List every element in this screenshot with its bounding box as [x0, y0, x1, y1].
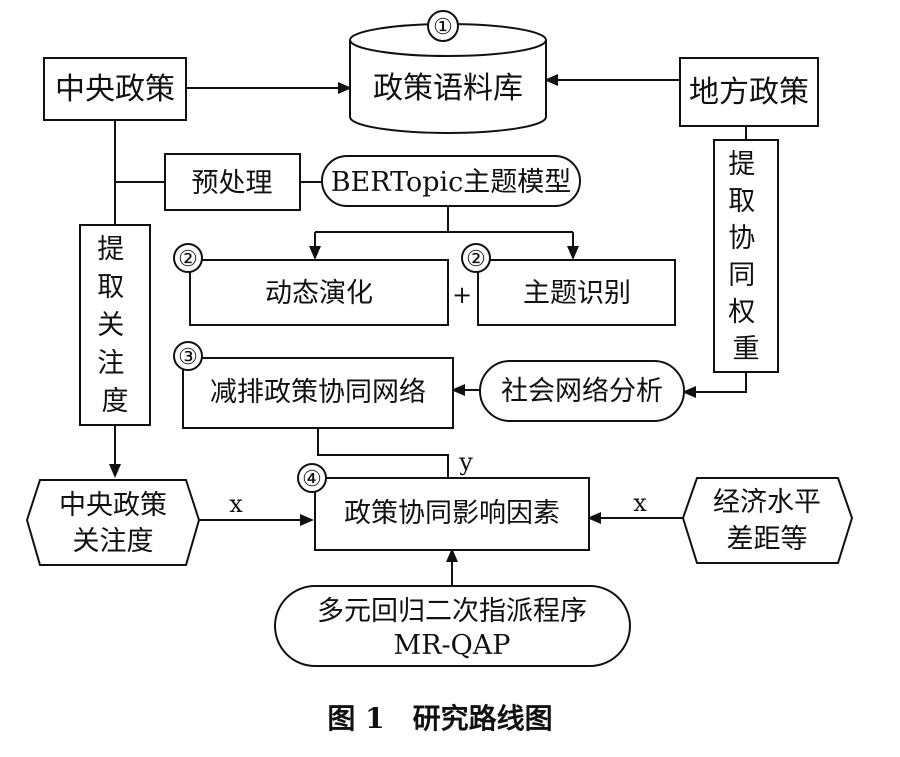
node-preprocess — [164, 153, 301, 211]
extract-attention-char-2: 取 — [97, 272, 124, 303]
node-mrqap-label-1: 多元回归二次指派程序 — [317, 596, 587, 627]
node-extract-weight — [713, 139, 779, 373]
figure-caption: 图 1 研究路线图 — [327, 702, 552, 735]
node-mrqap-label-2: MR-QAP — [394, 630, 511, 661]
step-marker-2b: ② — [466, 247, 486, 272]
node-corpus-label: 政策语料库 — [373, 71, 523, 106]
edge-label-y: y — [458, 448, 473, 476]
edge-weight-to-sna — [682, 372, 747, 398]
node-bertopic-label: BERTopic主题模型 — [331, 167, 572, 198]
extract-attention-char-1: 提 — [97, 234, 124, 265]
step-marker-4-circle — [297, 463, 327, 493]
node-topic-identification-label: 主题识别 — [523, 278, 631, 309]
node-dynamic-evolution-label: 动态演化 — [265, 278, 373, 309]
extract-weight-char-4: 同 — [728, 260, 755, 291]
node-emission-network — [182, 357, 454, 429]
node-topic-identification — [477, 259, 676, 326]
extract-attention-char-3: 关 — [97, 310, 124, 341]
node-policy-factors-label: 政策协同影响因素 — [344, 498, 560, 529]
node-bertopic — [321, 155, 581, 207]
node-central-policy — [43, 57, 187, 121]
extract-weight-char-6: 重 — [733, 334, 760, 365]
node-extract-attention — [79, 224, 151, 426]
node-economic-gap-label-1: 经济水平 — [713, 487, 821, 518]
node-policy-factors — [314, 477, 590, 551]
node-mrqap — [274, 585, 631, 667]
step-marker-1: ① — [433, 15, 453, 40]
node-local-policy — [679, 57, 819, 127]
step-marker-2a: ② — [178, 247, 198, 272]
extract-weight-char-3: 协 — [728, 223, 755, 254]
node-dynamic-evolution — [189, 259, 449, 326]
node-local-policy-label: 地方政策 — [689, 75, 809, 110]
step-marker-3-circle — [173, 341, 203, 371]
node-extract-attention-label: 提 取 关 注 度 — [97, 234, 133, 417]
step-marker-3: ③ — [178, 345, 198, 370]
edge-network-to-factors — [317, 428, 449, 478]
edge-label-x-right: x — [633, 489, 647, 517]
extract-weight-char-2: 取 — [728, 186, 755, 217]
extract-attention-char-4: 注 — [97, 348, 124, 379]
node-central-attention-label-2: 关注度 — [73, 526, 154, 557]
node-preprocess-label: 预处理 — [192, 168, 273, 199]
extract-weight-char-5: 权 — [728, 297, 755, 328]
node-central-attention-label-1: 中央政策 — [59, 490, 167, 521]
extract-weight-char-1: 提 — [728, 149, 755, 180]
node-central-attention-hex — [25, 479, 201, 566]
step-marker-1-circle — [427, 10, 459, 42]
step-marker-4: ④ — [302, 467, 322, 492]
node-central-policy-label: 中央政策 — [55, 72, 175, 107]
node-economic-gap-hex — [681, 477, 854, 564]
node-sna-label: 社会网络分析 — [501, 376, 663, 407]
node-emission-network-label: 减排政策协同网络 — [210, 377, 426, 408]
edge-label-x-left: x — [229, 490, 243, 518]
node-sna — [479, 360, 685, 422]
extract-attention-char-5: 度 — [102, 386, 129, 417]
plus-sign: + — [452, 281, 472, 309]
node-extract-weight-label: 提 取 协 同 权 重 — [728, 149, 764, 365]
node-economic-gap-label-2: 差距等 — [727, 524, 808, 555]
step-marker-2a-circle — [173, 243, 203, 273]
step-marker-2b-circle — [461, 243, 491, 273]
